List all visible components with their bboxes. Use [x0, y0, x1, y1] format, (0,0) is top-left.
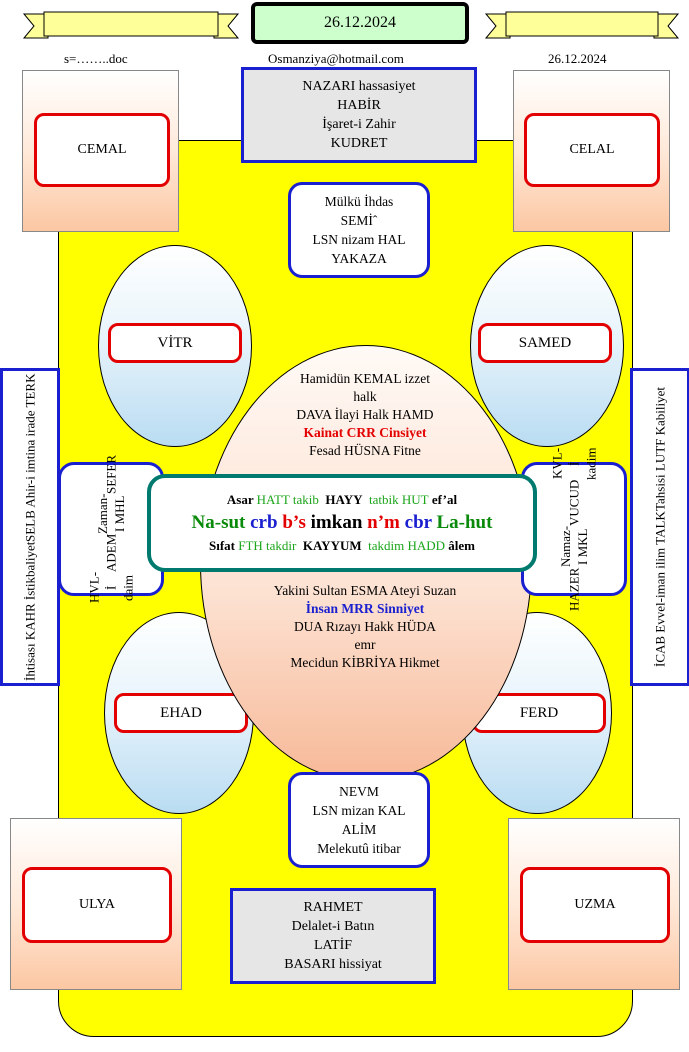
center-row-3: Sıfat FTH takdir KAYYUM takdim HADD âlem: [209, 536, 475, 556]
outer-right-box: İCAB Evvel-iman ilim TALK Tahsisi LUTF K…: [630, 368, 689, 686]
ellipse-bottom-blue-line: İnsan MRR Sinniyet: [305, 601, 425, 616]
inner-left-line-2: ADEM: [103, 534, 119, 573]
outer-left-box: İhtisası KAHR İstikbaliyet SELB Ahir-i i…: [0, 368, 60, 686]
inner-left-line-4: SEFER: [103, 454, 119, 494]
header-email-text: Osmanziya@hotmail.com: [268, 51, 404, 66]
ellipse-bottom-line-4: emr: [354, 637, 376, 652]
header-left-text: s=……..doc: [64, 51, 128, 66]
bottom-blue-line-3: ALİM: [341, 822, 377, 837]
center-r1-hatt: HATT takib: [256, 492, 319, 507]
bottom-gray-line-2: Delalet-i Batın: [291, 919, 375, 934]
center-r1-tatbik: tatbik HUT: [368, 492, 429, 507]
ellipse-label-vitr: VİTR: [108, 323, 242, 363]
bottom-gray-line-4: BASARI hissiyat: [284, 957, 382, 972]
center-r2-nm: n’m: [367, 512, 400, 533]
center-r1-hayy: HAYY: [325, 492, 363, 507]
ellipse-label-samed: SAMED: [478, 323, 612, 363]
bottom-blue-box: NEVM LSN mizan KAL ALİM Melekutû itibar: [288, 772, 430, 868]
ellipse-top-red-line: Kainat CRR Cinsiyet: [303, 425, 427, 440]
ellipse-bottom-line-3: DUA Rızayı Hakk HÜDA: [293, 619, 437, 634]
center-r2-bs: b’s: [282, 512, 306, 533]
center-r3-sifat: Sıfat: [208, 538, 235, 553]
ribbon-right: [484, 11, 680, 39]
corner-label-bottom-left: ULYA: [22, 867, 172, 943]
date-text: 26.12.2024: [324, 14, 396, 31]
bottom-gray-line-1: RAHMET: [303, 900, 363, 915]
center-r1-efal: ef’al: [431, 492, 458, 507]
ellipse-top-line-2: halk: [353, 389, 377, 404]
inner-right-line-1: HAZER: [566, 567, 582, 611]
central-ellipse-bottom-text: Yakini Sultan ESMA Ateyi Suzan İnsan MRR…: [230, 582, 500, 672]
ellipse-label-ehad: EHAD: [114, 693, 248, 733]
ribbon-left: [22, 11, 240, 39]
center-r1-asar: Asar: [226, 492, 254, 507]
top-gray-line-4: KUDRET: [330, 136, 388, 151]
bottom-blue-line-4: Melekutû itibar: [317, 841, 401, 856]
center-r3-fth: FTH takdir: [238, 538, 297, 553]
outer-right-line-2: Tahsisi LUTF Kabiliyet: [652, 387, 668, 512]
bottom-gray-line-3: LATİF: [313, 938, 353, 953]
top-blue-line-3: LSN nizam HAL: [312, 232, 406, 247]
inner-left-line-1: HVL- İ daim: [86, 572, 136, 604]
outer-right-line-1: İCAB Evvel-iman ilim TALK: [652, 511, 668, 667]
top-blue-line-2: SEMİˆ: [340, 213, 378, 228]
inner-left-line-3: Zaman-I MHL: [95, 493, 127, 535]
bottom-blue-line-1: NEVM: [339, 784, 379, 799]
center-r2-cbr: cbr: [404, 512, 432, 533]
inner-right-line-2: Namaz-I MKL: [558, 526, 590, 568]
central-ellipse-top-text: Hamidün KEMAL izzet halk DAVA İlayi Halk…: [230, 370, 500, 460]
center-r2-nasut: Na-sut: [191, 512, 246, 533]
bottom-blue-line-2: LSN mizan KAL: [312, 803, 406, 818]
center-r2-lahut: La-hut: [436, 512, 493, 533]
center-row-1: Asar HATT takib HAYY tatbik HUT ef’al: [227, 490, 457, 510]
ellipse-top-line-5: Fesad HÜSNA Fitne: [309, 443, 421, 458]
center-box: Asar HATT takib HAYY tatbik HUT ef’al Na…: [147, 474, 537, 572]
header-right-text: 26.12.2024: [548, 51, 607, 66]
top-blue-box: Mülkü İhdas SEMİˆ LSN nizam HAL YAKAZA: [288, 182, 430, 278]
ellipse-top-line-3: DAVA İlayi Halk HAMD: [296, 407, 434, 422]
center-r2-imkan: imkan: [310, 512, 363, 533]
outer-left-line-2: SELB Ahir-i imtina irade TERK: [22, 373, 38, 542]
center-r3-kayyum: KAYYUM: [302, 538, 362, 553]
ellipse-top-line-1: Hamidün KEMAL izzet: [300, 371, 430, 386]
ellipse-bottom-line-1: Yakini Sultan ESMA Ateyi Suzan: [273, 583, 457, 598]
top-gray-box: NAZARI hassasiyet HABİR İşaret-i Zahir K…: [241, 67, 477, 163]
ellipse-bottom-line-5: Mecidun KİBRİYA Hikmet: [290, 655, 440, 670]
center-row-2: Na-sut crb b’s imkan n’m cbr La-hut: [192, 510, 493, 536]
center-r3-takdim: takdim HADD: [368, 538, 446, 553]
corner-label-bottom-right: UZMA: [520, 867, 670, 943]
date-box: 26.12.2024: [251, 2, 469, 44]
center-r3-alem: âlem: [448, 538, 476, 553]
top-gray-line-2: HABİR: [337, 98, 381, 113]
top-blue-line-1: Mülkü İhdas: [324, 194, 394, 209]
corner-label-top-left: CEMAL: [34, 113, 170, 187]
inner-right-line-4: KVL-İ kadim: [549, 447, 599, 480]
bottom-gray-box: RAHMET Delalet-i Batın LATİF BASARI hiss…: [230, 888, 436, 984]
ellipse-label-ferd: FERD: [472, 693, 606, 733]
top-gray-line-3: İşaret-i Zahir: [322, 117, 396, 132]
top-blue-line-4: YAKAZA: [331, 251, 387, 266]
corner-label-top-right: CELAL: [524, 113, 660, 187]
center-r2-crb: crb: [250, 512, 278, 533]
outer-left-line-1: İhtisası KAHR İstikbaliyet: [22, 541, 38, 681]
inner-right-line-3: VUCUD: [566, 479, 582, 527]
top-gray-line-1: NAZARI hassasiyet: [302, 79, 416, 94]
